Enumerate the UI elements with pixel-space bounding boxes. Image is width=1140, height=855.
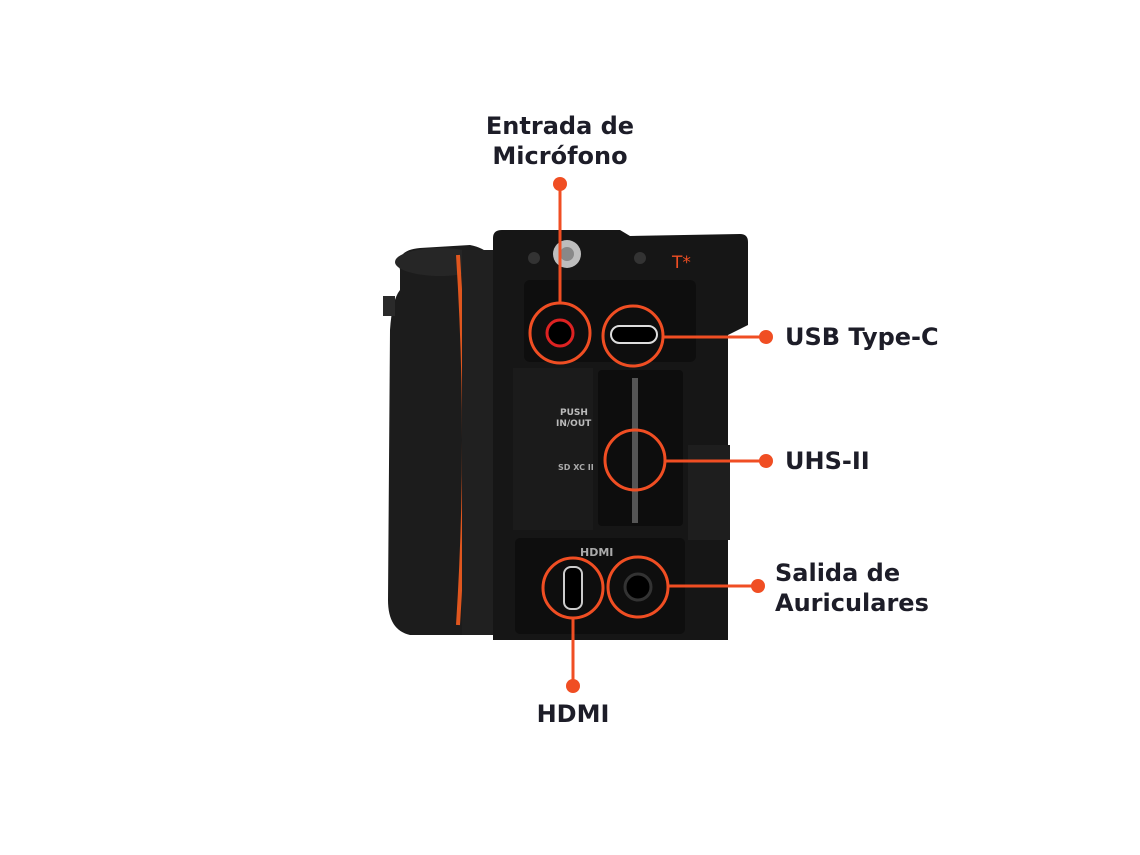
inout-label: IN/OUT bbox=[556, 419, 592, 429]
callout-dots bbox=[553, 177, 773, 693]
push-label: PUSH bbox=[560, 408, 588, 418]
hdmi-label: HDMI bbox=[536, 700, 610, 728]
hdmi-callout-dot bbox=[566, 679, 580, 693]
usb-c-label: USB Type-C bbox=[785, 323, 939, 351]
uhs-callout-dot bbox=[759, 454, 773, 468]
label-line: Auriculares bbox=[775, 589, 929, 617]
headphone-callout-dot bbox=[751, 579, 765, 593]
camera-body bbox=[383, 230, 748, 640]
label-line: Salida de bbox=[775, 559, 901, 587]
usb-callout-dot bbox=[759, 330, 773, 344]
mic-callout-dot bbox=[553, 177, 567, 191]
callout-markers bbox=[528, 184, 766, 686]
sd-logo: SD XC II bbox=[558, 463, 594, 472]
uhs-ii-label: UHS-II bbox=[785, 447, 870, 475]
hdmi-port-marking: HDMI bbox=[580, 546, 613, 559]
headphone-output-label: Salida de Auriculares bbox=[775, 558, 929, 618]
mic-input-label: Entrada de Micrófono bbox=[486, 111, 634, 171]
label-line: Entrada de bbox=[485, 112, 635, 140]
lens-badge: T* bbox=[671, 253, 691, 273]
label-line: Micrófono bbox=[492, 142, 628, 170]
